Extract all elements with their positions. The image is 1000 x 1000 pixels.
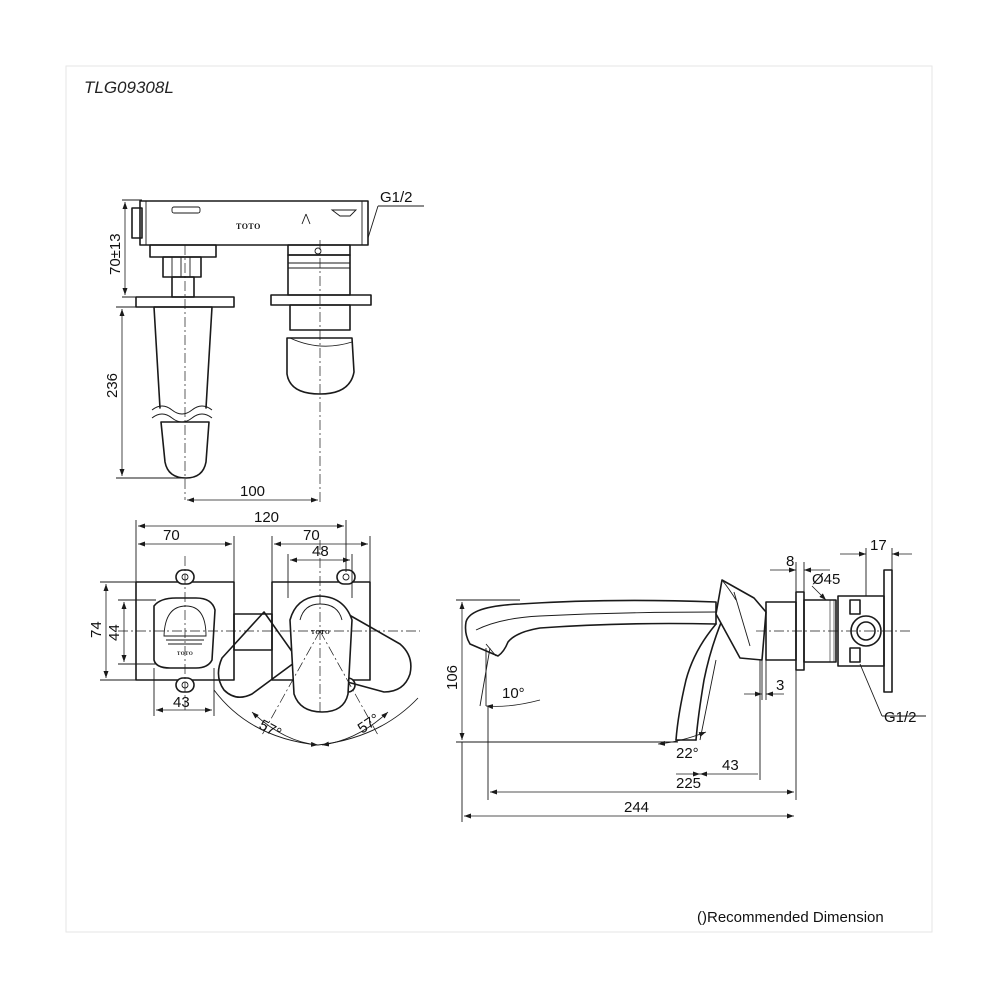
right-wall-plate bbox=[270, 294, 372, 306]
dim-body-offset: 17 bbox=[870, 537, 887, 554]
dim-height: 106 bbox=[444, 665, 461, 690]
dim-height-adjust: 70±13 bbox=[107, 233, 124, 275]
dim-inner-width: 48 bbox=[312, 543, 329, 560]
dim-plate-height: 74 bbox=[88, 621, 105, 638]
top-view: TOTO 70±13 236 bbox=[104, 189, 424, 505]
dim-overall-width: 120 bbox=[254, 509, 279, 526]
dim-depth: 236 bbox=[104, 373, 121, 398]
dim-spout-reach: 225 bbox=[676, 775, 701, 792]
dim-knob-width: 43 bbox=[173, 694, 190, 711]
dim-spout-angle: 10° bbox=[502, 685, 525, 702]
dim-diameter: Ø45 bbox=[812, 571, 840, 588]
dim-plate-thickness: 8 bbox=[786, 553, 794, 570]
dim-inner-height: 44 bbox=[106, 624, 123, 641]
dim-centers: 100 bbox=[240, 483, 265, 500]
sheet-frame bbox=[65, 65, 933, 933]
top-body bbox=[139, 200, 369, 246]
dim-handle-depth: 43 bbox=[722, 757, 739, 774]
model-code: TLG09308L bbox=[84, 78, 174, 97]
front-view: TOTO TOTO 120 70 70 48 bbox=[88, 509, 420, 747]
side-handle bbox=[715, 579, 767, 661]
thread-label-side: G1/2 bbox=[884, 709, 917, 726]
side-view: 8 Ø45 17 106 10° 3 22° 43 bbox=[444, 537, 926, 822]
dim-right-plate: 70 bbox=[303, 527, 320, 544]
thread-label-top: G1/2 bbox=[380, 189, 413, 206]
brand-logo: TOTO bbox=[236, 222, 261, 231]
spout bbox=[464, 599, 717, 657]
dim-overall-length: 244 bbox=[624, 799, 649, 816]
dim-gap: 3 bbox=[776, 677, 784, 694]
footnote: ()Recommended Dimension bbox=[697, 909, 884, 926]
dim-left-plate: 70 bbox=[163, 527, 180, 544]
lever-handle bbox=[289, 595, 353, 713]
dim-handle-angle: 22° bbox=[676, 745, 699, 762]
dim-angle-left: 57° bbox=[256, 717, 284, 743]
